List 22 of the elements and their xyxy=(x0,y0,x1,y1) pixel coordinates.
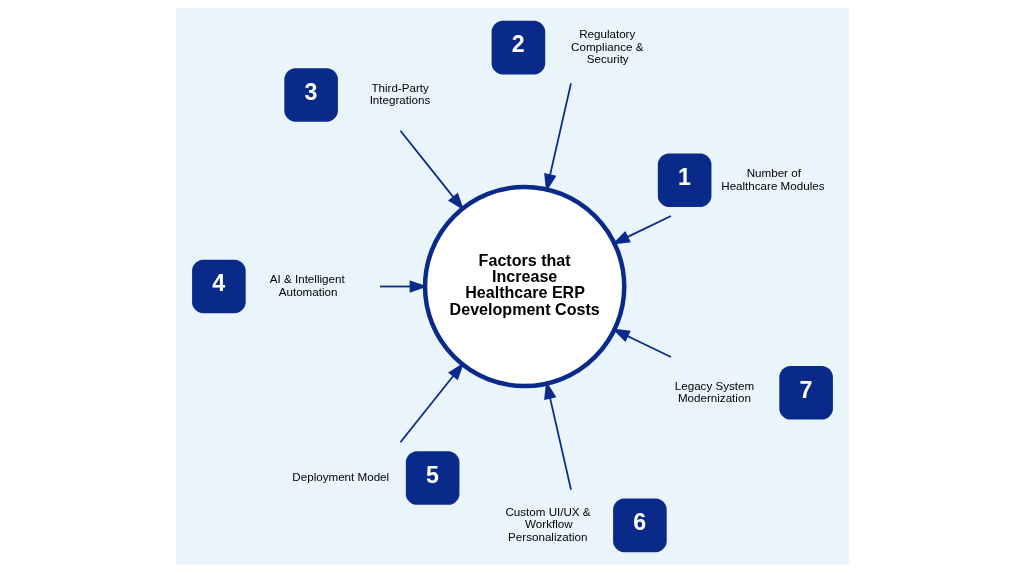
node-box: 7 xyxy=(778,366,833,420)
node-circle: Factors that Increase Healthcare ERP Development Costs xyxy=(422,184,626,389)
arrow xyxy=(399,129,464,211)
node-box: 5 xyxy=(405,451,459,505)
node-label: Deployment Model xyxy=(291,470,389,484)
node-label: Regulatory Compliance & Security xyxy=(570,27,643,66)
node-label: AI & Intelligent Automation xyxy=(269,272,345,298)
arrow xyxy=(611,328,672,358)
arrow xyxy=(399,362,464,444)
arrow xyxy=(378,280,428,293)
node-box: 3 xyxy=(283,68,338,122)
arrow xyxy=(543,82,572,192)
arrow xyxy=(543,381,572,491)
node-label: Legacy System Modernization xyxy=(674,378,754,405)
node-label: Third-Party Integrations xyxy=(369,80,430,107)
node-label: Custom UI/UX & Workflow Personalization xyxy=(504,504,591,543)
node-box: 1 xyxy=(657,153,711,207)
arrow xyxy=(611,215,672,245)
node-box: 6 xyxy=(612,498,667,553)
node-box: 2 xyxy=(491,20,545,75)
node-box: 4 xyxy=(191,259,246,314)
node-label: Number of Healthcare Modules xyxy=(720,165,824,192)
